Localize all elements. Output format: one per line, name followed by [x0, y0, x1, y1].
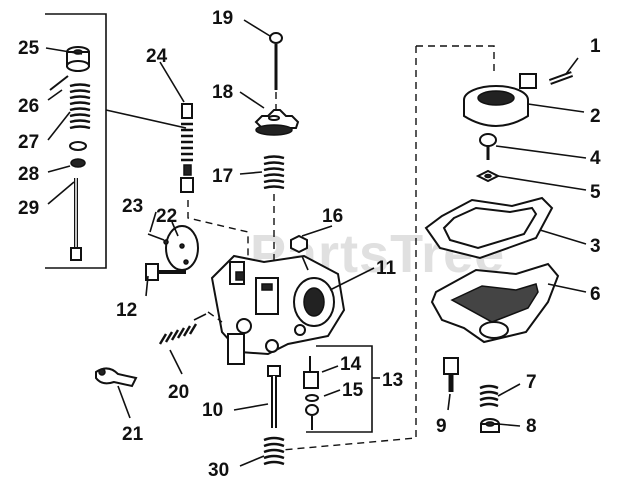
part-22-throttle-plate: [165, 225, 199, 271]
part-11-carburetor-body: [210, 254, 346, 365]
part-4-needle: [479, 133, 497, 160]
part-17-spring: [263, 155, 285, 190]
part-9-screw: [443, 357, 459, 392]
callout-28: 28: [18, 164, 39, 185]
part-2-float: [463, 73, 537, 127]
part-15-needle: [305, 394, 319, 430]
part-21-lever: [95, 367, 138, 388]
part-24-adjust-needle: [180, 103, 194, 193]
callout-11: 11: [376, 258, 397, 279]
callout-19: 19: [212, 8, 233, 29]
callout-7: 7: [526, 372, 537, 393]
part-30-spring: [263, 436, 285, 466]
part-14-valve: [303, 356, 319, 389]
leader-lines: [45, 19, 587, 467]
part-18-gear: [254, 109, 300, 136]
callout-labels: 1 2 4 5 3 6 7 8 9 10 11 12 13 14 15 16 1…: [18, 8, 601, 481]
callout-23: 23: [122, 196, 143, 217]
part-12-screw: [145, 263, 186, 281]
callout-10: 10: [202, 400, 223, 421]
part-5-seat: [475, 169, 501, 183]
part-1-pin-hl: [549, 73, 573, 83]
callout-24: 24: [146, 46, 168, 67]
callout-27: 27: [18, 132, 39, 153]
callout-2: 2: [590, 106, 601, 127]
part-28-washer: [69, 141, 87, 168]
callout-8: 8: [526, 416, 537, 437]
callout-13: 13: [382, 370, 403, 391]
callout-14: 14: [340, 354, 362, 375]
part-8-plug: [480, 418, 500, 433]
callout-25: 25: [18, 38, 40, 59]
part-3-gasket: [424, 196, 554, 260]
part-20-spring: [158, 323, 198, 345]
callout-16: 16: [322, 206, 343, 227]
right-dashed-bracket: [416, 45, 495, 74]
callout-15: 15: [342, 380, 364, 401]
callout-9: 9: [436, 416, 447, 437]
callout-5: 5: [590, 182, 601, 203]
callout-17: 17: [212, 166, 233, 187]
part-27-spring: [69, 83, 91, 130]
body-dashed-leader: [207, 311, 223, 323]
callout-22: 22: [156, 206, 177, 227]
part-6-float-bowl: [430, 262, 560, 344]
left-bracket: [45, 13, 187, 269]
callout-26: 26: [18, 96, 39, 117]
part-26-pin: [49, 75, 69, 91]
part-23-screws: [147, 233, 169, 245]
right-dashed-bracket-2: [281, 46, 417, 451]
part-20-leader: [193, 313, 207, 321]
part-10-shaft: [267, 365, 281, 428]
part-13-bracket: [306, 345, 380, 433]
part-7-spring: [479, 384, 499, 408]
callout-21: 21: [122, 424, 144, 445]
callout-29: 29: [18, 198, 39, 219]
callout-30: 30: [208, 460, 229, 481]
callout-4: 4: [590, 148, 601, 169]
callout-20: 20: [168, 382, 189, 403]
callout-1: 1: [590, 36, 601, 57]
callout-6: 6: [590, 284, 601, 305]
center-dashed-leaders: [187, 92, 277, 262]
callout-12: 12: [116, 300, 137, 321]
callout-3: 3: [590, 236, 601, 257]
part-16-plug: [290, 234, 309, 271]
part-29-needle: [70, 178, 82, 261]
part-19-screw: [269, 32, 283, 90]
part-25-nut: [66, 46, 90, 72]
callout-18: 18: [212, 82, 233, 103]
